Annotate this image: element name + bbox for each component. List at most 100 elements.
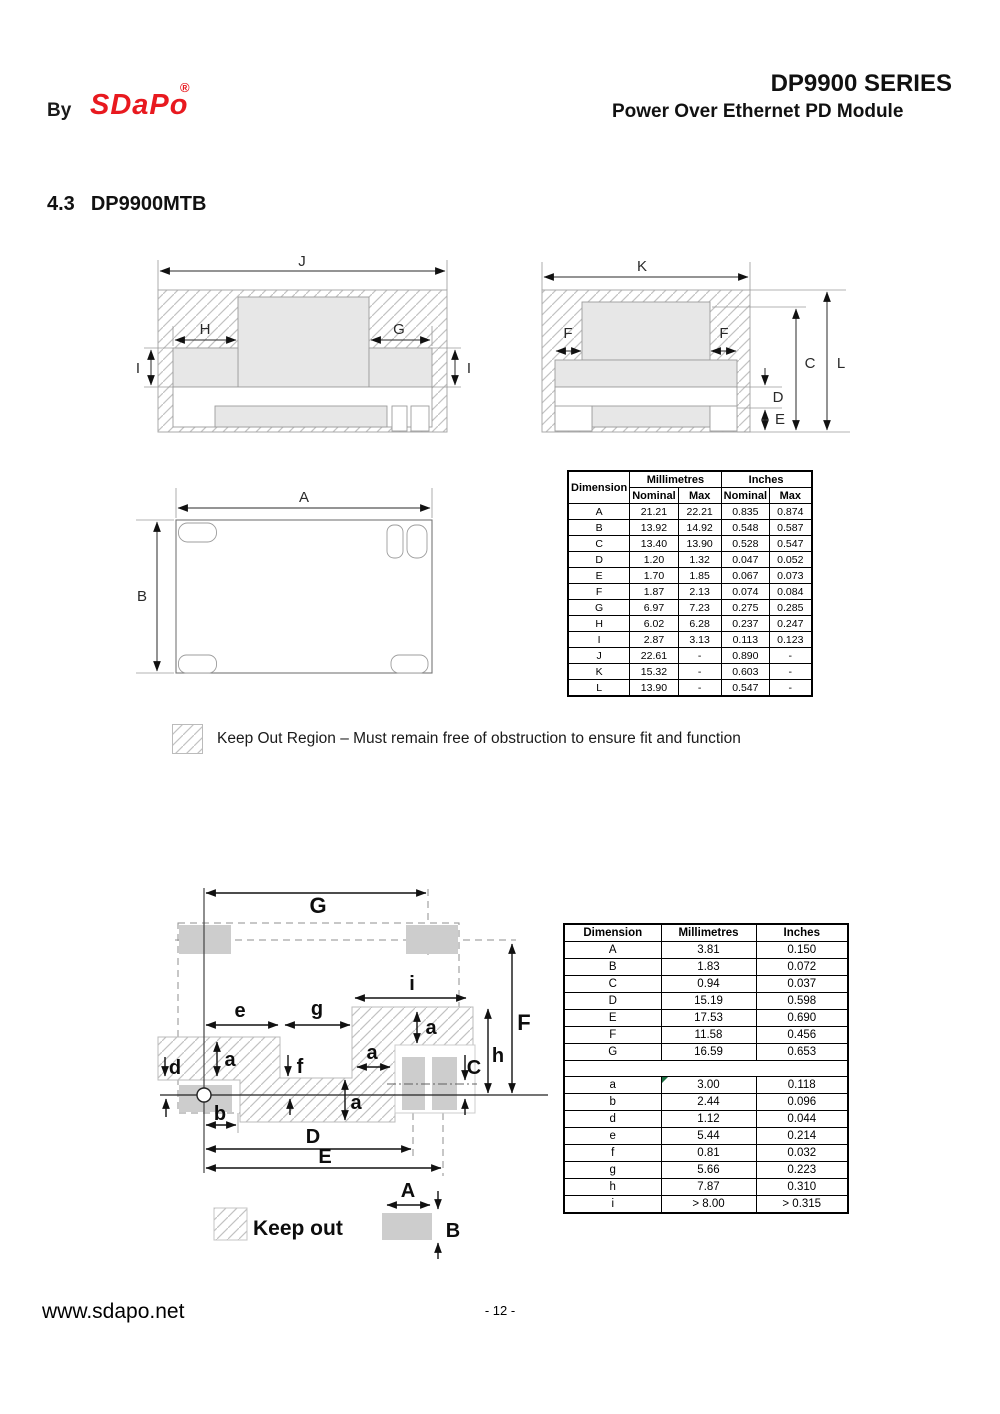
table-cell: C (567, 535, 631, 552)
table-cell: 14.92 (677, 519, 722, 536)
table-cell: 1.12 (660, 1110, 757, 1128)
table-cell: 0.072 (755, 958, 849, 976)
table-cell: 13.90 (677, 535, 722, 552)
table-cell: 0.690 (755, 1009, 849, 1027)
table-cell: A (563, 941, 662, 959)
module-outline (175, 519, 433, 674)
table-cell: E (567, 567, 631, 584)
table-cell: 0.275 (720, 599, 771, 616)
keepout-note-text: Keep Out Region – Must remain free of ob… (217, 730, 741, 747)
dimension-lines (543, 273, 831, 431)
dimension-lines (153, 504, 431, 672)
registered-mark-icon: ® (180, 80, 190, 95)
col-header-nominal: Nominal (720, 487, 771, 504)
col-header-millimetres: Millimetres (629, 470, 722, 488)
table-cell: 2.87 (629, 631, 679, 648)
table-cell: K (567, 663, 631, 680)
module-body (581, 301, 711, 361)
dim-label-a: A (299, 489, 309, 506)
dim-label-f-right: F (719, 325, 728, 342)
table-cell: 0.835 (720, 503, 771, 520)
section-number: 4.3 (47, 193, 75, 215)
table-cell: 1.85 (677, 567, 722, 584)
table-cell: 15.19 (660, 992, 757, 1010)
dim-label-i-left: I (136, 360, 140, 377)
table-cell: 22.61 (629, 647, 679, 664)
table-cell: C (563, 975, 662, 993)
table-cell: 0.285 (769, 599, 813, 616)
slot (178, 522, 217, 543)
table-cell: 0.214 (755, 1127, 849, 1145)
col-header-dimension: Dimension (563, 923, 662, 942)
table-cell: 13.92 (629, 519, 679, 536)
table-cell: 0.81 (660, 1144, 757, 1162)
figure-side-view-left: J H G I I (136, 253, 471, 433)
dim-label-a: a (224, 1049, 236, 1071)
keepout-legend: Keep Out Region – Must remain free of ob… (172, 724, 741, 754)
dim-label-d: d (169, 1057, 181, 1079)
table-cell: D (563, 992, 662, 1010)
doc-series-title: DP9900 SERIES (770, 70, 952, 97)
table-cell: 3.13 (677, 631, 722, 648)
dim-label-h: H (200, 321, 211, 338)
table-row: i> 8.00> 0.315 (563, 1195, 849, 1214)
pad-legend (382, 1213, 432, 1240)
table-cell: 0.874 (769, 503, 813, 520)
pads (179, 925, 458, 1112)
dim-label-e: e (234, 1000, 245, 1022)
figure-plan-view: A B (136, 488, 433, 674)
table-cell: 0.94 (660, 975, 757, 993)
table-cell: 0.528 (720, 535, 771, 552)
table-cell: 0.587 (769, 519, 813, 536)
slot (390, 654, 429, 674)
table-cell: 13.40 (629, 535, 679, 552)
table-cell: 0.890 (720, 647, 771, 664)
table-cell: - (769, 647, 813, 664)
keepout-swatch-label: Keep out (253, 1217, 343, 1240)
col-header-max: Max (677, 487, 722, 504)
dim-label-g: g (311, 998, 323, 1020)
table-cell: 6.28 (677, 615, 722, 632)
doc-subtitle: Power Over Ethernet PD Module (612, 101, 904, 122)
dim-label-C: C (467, 1057, 481, 1079)
dim-label-a: a (425, 1017, 437, 1039)
table-cell: 1.83 (660, 958, 757, 976)
table-cell: 1.87 (629, 583, 679, 600)
hatch-swatch-icon (172, 724, 203, 754)
table-cell: 0.548 (720, 519, 771, 536)
dim-label-c: C (805, 355, 816, 372)
dimension-table-overall: Dimension Millimetres Inches Nominal Max… (567, 470, 813, 697)
figure-footprint: G i e g a a a a d f b C h F D E A B Keep… (157, 888, 548, 1259)
dim-label-B: B (446, 1220, 460, 1242)
table-cell: 0.037 (755, 975, 849, 993)
table-cell: G (563, 1043, 662, 1061)
table-cell: 0.044 (755, 1110, 849, 1128)
dim-label-l: L (837, 355, 845, 372)
table-cell: 15.32 (629, 663, 679, 680)
extension-lines (541, 262, 850, 433)
table-cell: i (563, 1195, 662, 1214)
module-bottom-bar (591, 405, 711, 428)
table-cell: 0.118 (755, 1076, 849, 1094)
table-cell: 0.074 (720, 583, 771, 600)
table-cell: 5.66 (660, 1161, 757, 1179)
dim-label-D: D (306, 1126, 320, 1148)
table-cell: 0.084 (769, 583, 813, 600)
table-cell: 5.44 (660, 1127, 757, 1145)
module-bottom-bar (214, 405, 388, 428)
col-header-dimension: Dimension (567, 470, 631, 504)
table-cell: A (567, 503, 631, 520)
